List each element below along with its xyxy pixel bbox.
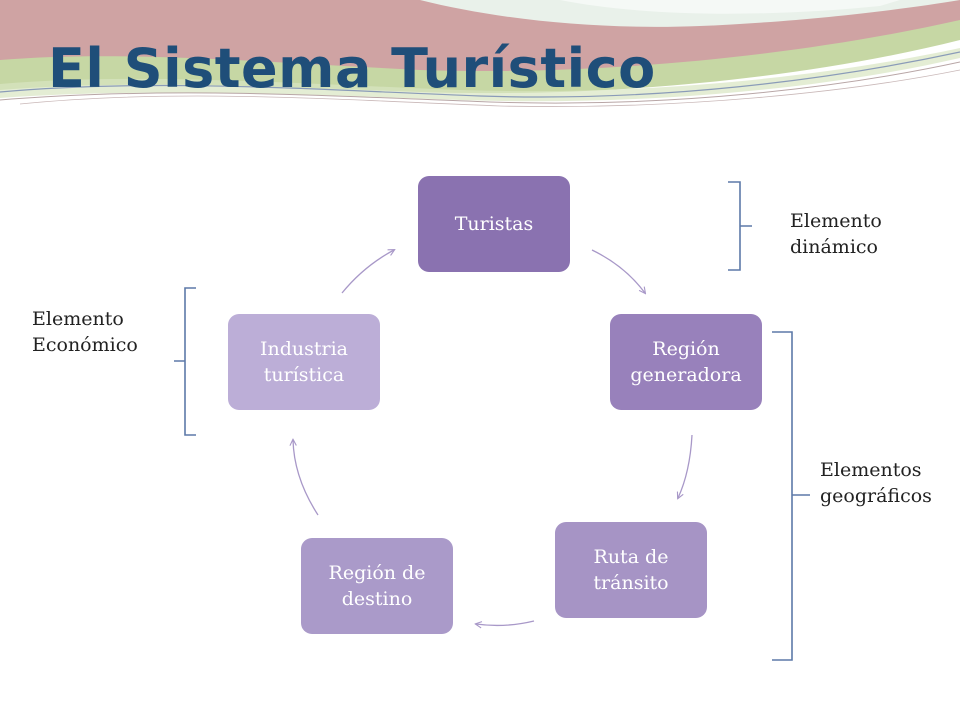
arrow-industria-turistica-to-turistas (341, 250, 394, 294)
bracket-economico (174, 287, 196, 436)
node-region-destino: Región de destino (301, 538, 453, 634)
node-industria-turistica: Industria turística (228, 314, 380, 410)
slide-title: El Sistema Turístico (48, 37, 656, 100)
group-label-geograficos: Elementos geográficos (820, 459, 932, 508)
node-ruta-transito-label: Ruta de tránsito (593, 545, 669, 594)
node-turistas: Turistas (418, 176, 570, 272)
group-label-economico: Elemento Económico (32, 308, 138, 357)
node-ruta-transito: Ruta de tránsito (555, 522, 707, 618)
node-turistas-label: Turistas (454, 212, 534, 235)
node-region-destino-label: Región de destino (328, 561, 426, 610)
bracket-dinamico (728, 181, 752, 271)
bracket-geograficos (772, 331, 810, 661)
arrow-ruta-transito-to-region-destino (476, 620, 535, 625)
node-region-generadora: Región generadora (610, 314, 762, 410)
arrow-region-generadora-to-ruta-transito (678, 434, 693, 498)
arrow-turistas-to-region-generadora (591, 249, 645, 293)
header-decoration (0, 0, 960, 107)
arrow-region-destino-to-industria-turistica (293, 440, 319, 516)
group-label-dinamico: Elemento dinámico (790, 210, 882, 259)
node-industria-turistica-label: Industria turística (259, 337, 348, 386)
node-region-generadora-label: Región generadora (630, 337, 742, 386)
